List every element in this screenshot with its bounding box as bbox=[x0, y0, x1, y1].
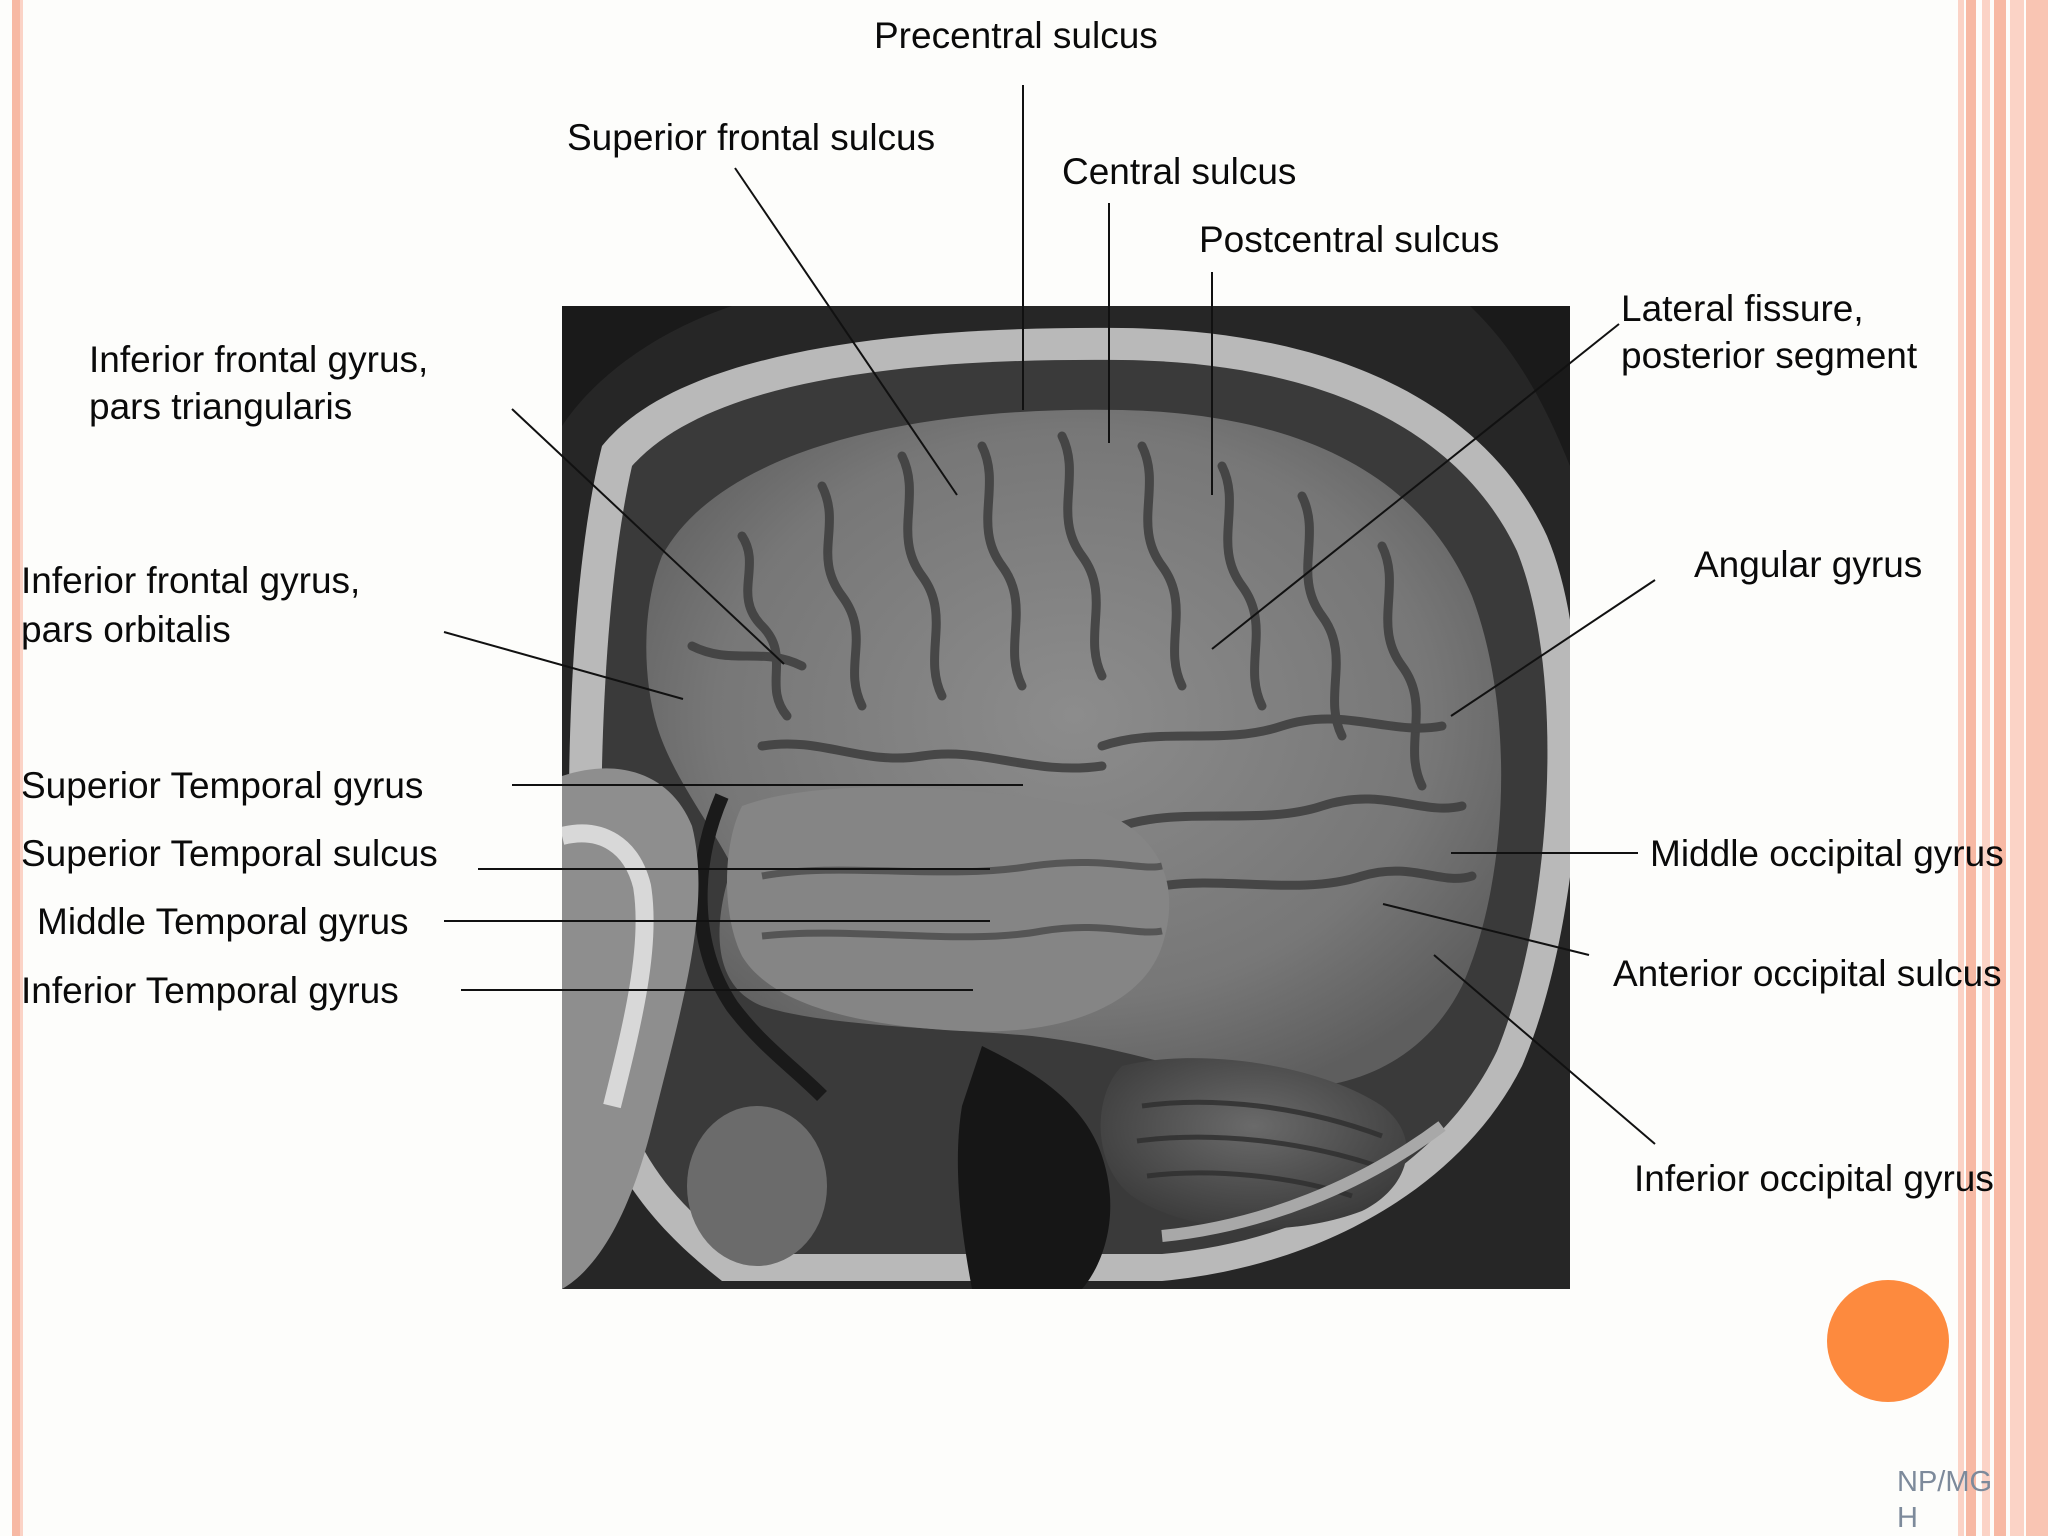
leader-line-anterior-occipital-sulcus bbox=[1382, 903, 1590, 956]
right-border-stripe-1 bbox=[1958, 0, 1964, 1536]
right-border-stripe-2 bbox=[1966, 0, 1976, 1536]
right-border-stripe-4 bbox=[1994, 0, 2006, 1536]
label-central-sulcus: Central sulcus bbox=[1062, 151, 1297, 192]
label-ifg-orbitalis-line2: pars orbitalis bbox=[21, 609, 231, 650]
leader-line-angular-gyrus bbox=[1450, 579, 1656, 717]
label-inferior-temporal-gyrus: Inferior Temporal gyrus bbox=[21, 970, 399, 1011]
orange-dot-decoration bbox=[1827, 1280, 1949, 1402]
label-postcentral-sulcus: Postcentral sulcus bbox=[1199, 219, 1500, 260]
label-precentral-sulcus: Precentral sulcus bbox=[874, 15, 1158, 56]
label-superior-temporal-sulcus: Superior Temporal sulcus bbox=[21, 833, 438, 874]
label-ifg-triangularis-line2: pars triangularis bbox=[89, 386, 353, 427]
left-border-stripe-light bbox=[20, 0, 23, 1536]
label-angular-gyrus: Angular gyrus bbox=[1694, 544, 1923, 585]
left-border-stripe bbox=[12, 0, 20, 1536]
label-anterior-occipital-sulcus: Anterior occipital sulcus bbox=[1613, 953, 2002, 994]
leader-line-ifg-triangularis bbox=[511, 408, 785, 665]
label-inferior-occipital-gyrus: Inferior occipital gyrus bbox=[1634, 1158, 1994, 1199]
brain-mri-sagittal-icon bbox=[562, 306, 1570, 1289]
leader-line-ifg-orbitalis bbox=[443, 631, 684, 700]
label-middle-occipital-gyrus: Middle occipital gyrus bbox=[1650, 833, 2004, 874]
right-border-stripe-5 bbox=[2010, 0, 2024, 1536]
right-border-stripe-3 bbox=[1982, 0, 1990, 1536]
label-lateral-fissure-line1: Lateral fissure, bbox=[1621, 288, 1864, 329]
leader-line-inferior-occipital-gyrus bbox=[1433, 954, 1656, 1145]
label-lateral-fissure-line2: posterior segment bbox=[1621, 335, 1918, 376]
right-border-stripe-6 bbox=[2026, 0, 2048, 1536]
footer-code: NP/MGH bbox=[1897, 1466, 1993, 1534]
label-ifg-triangularis-line1: Inferior frontal gyrus, bbox=[89, 339, 429, 380]
leader-line-superior-frontal-sulcus bbox=[734, 167, 958, 496]
label-ifg-orbitalis-line1: Inferior frontal gyrus, bbox=[21, 560, 361, 601]
label-superior-frontal-sulcus: Superior frontal sulcus bbox=[567, 117, 936, 158]
label-middle-temporal-gyrus: Middle Temporal gyrus bbox=[37, 901, 409, 942]
label-superior-temporal-gyrus: Superior Temporal gyrus bbox=[21, 765, 424, 806]
brain-mri-image bbox=[562, 306, 1570, 1289]
leader-line-lateral-fissure bbox=[1211, 323, 1620, 650]
